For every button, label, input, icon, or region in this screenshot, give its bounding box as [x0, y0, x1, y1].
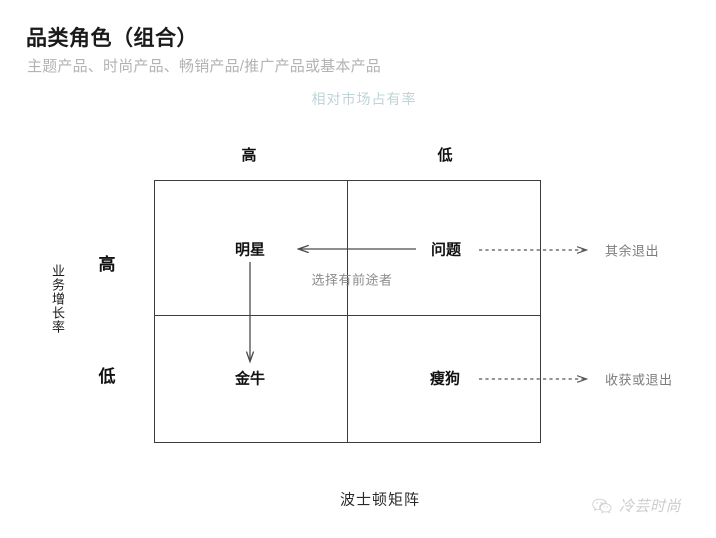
quadrant-label-question: 问题: [430, 241, 462, 259]
page-title: 品类角色（组合）: [26, 27, 198, 50]
watermark-text: 冷芸时尚: [619, 497, 682, 515]
outcome-label-others-exit: 其余退出: [605, 244, 660, 260]
x-axis-tick-low: 低: [437, 147, 453, 164]
matrix-vertical-divider: [347, 180, 348, 443]
y-axis-tick-high: 高: [98, 255, 116, 274]
quadrant-label-cash-cow: 金牛: [234, 370, 266, 388]
y-axis-title: 业务增长率: [49, 264, 64, 334]
x-axis-tick-high: 高: [241, 147, 257, 164]
quadrant-label-star: 明星: [234, 241, 266, 259]
y-axis-tick-low: 低: [98, 367, 116, 386]
outcome-label-harvest-exit: 收获或退出: [605, 373, 673, 389]
x-axis-title: 相对市场占有率: [311, 92, 417, 108]
wechat-logo-icon: [592, 498, 612, 513]
annotation-select-promising: 选择有前途者: [311, 273, 393, 289]
page-subtitle: 主题产品、时尚产品、畅销产品/推广产品或基本产品: [27, 58, 381, 75]
quadrant-label-dog: 瘦狗: [429, 370, 461, 388]
figure-caption: 波士顿矩阵: [339, 490, 421, 509]
matrix-horizontal-divider: [154, 315, 541, 316]
watermark: 冷芸时尚: [591, 495, 681, 516]
